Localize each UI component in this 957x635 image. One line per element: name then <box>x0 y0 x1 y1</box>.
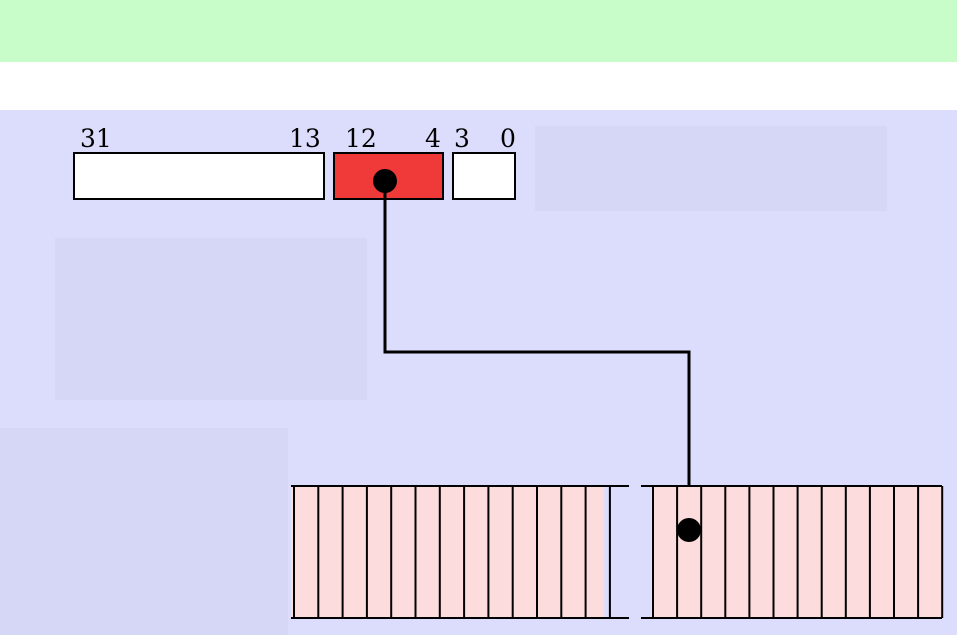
background-shade <box>0 428 288 635</box>
connector-line <box>383 181 691 530</box>
tag-field <box>73 152 325 200</box>
background-shade <box>55 238 367 400</box>
bit-label-3: 3 <box>454 124 470 153</box>
bit-label-0: 0 <box>500 124 516 153</box>
table-right <box>651 486 942 618</box>
bit-label-12: 12 <box>345 124 377 153</box>
offset-field <box>452 152 516 200</box>
bit-label-13: 13 <box>289 124 321 153</box>
background-shade <box>535 126 887 211</box>
title-spacer <box>0 62 957 110</box>
bit-label-31: 31 <box>80 124 112 153</box>
table-cells <box>291 485 944 619</box>
index-pointer-dot <box>373 169 397 193</box>
table-left <box>291 486 604 618</box>
header-band <box>0 0 957 62</box>
selected-entry-dot <box>677 518 701 542</box>
bit-label-4: 4 <box>425 124 441 153</box>
